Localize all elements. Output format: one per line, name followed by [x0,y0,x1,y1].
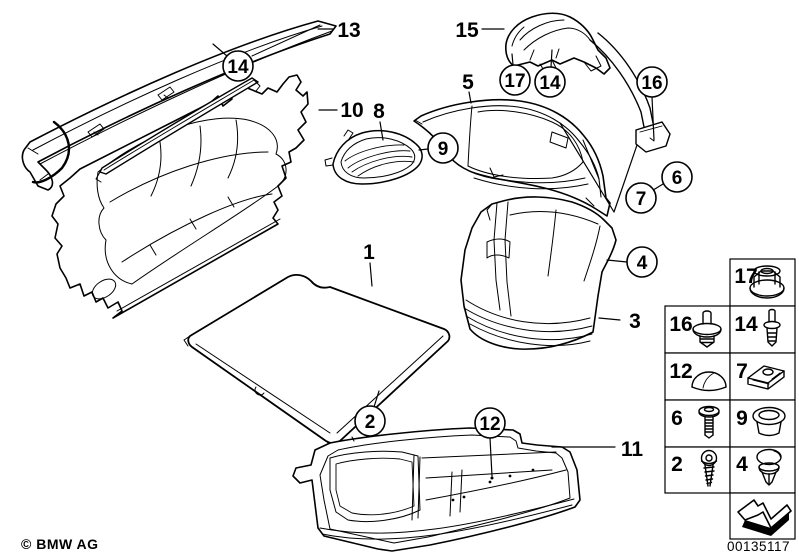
part-5-side-trim-drawing [413,98,611,217]
legend-number-7: 7 [736,360,748,383]
svg-text:14: 14 [227,57,249,78]
tapping-screw-icon [700,449,718,487]
copyright-notice: © BMW AG [21,536,99,552]
label-13[interactable]: 13 [337,19,360,42]
callout-circle-2[interactable]: 2 [354,405,386,437]
legend-cell-2[interactable] [664,446,731,494]
part-11-floor-tray-drawing [292,427,581,552]
speed-nut-clip-icon [747,365,785,390]
expanding-rivet-icon [692,310,722,348]
legend-number-16: 16 [669,313,692,336]
pan-head-screw-icon [698,405,720,439]
svg-text:12: 12 [479,414,500,435]
callout-circle-7[interactable]: 7 [625,182,657,214]
legend-number-17: 17 [734,265,757,288]
callout-circle-17[interactable]: 17 [499,64,531,96]
label-10[interactable]: 10 [340,99,363,122]
label-5[interactable]: 5 [462,71,474,94]
label-11[interactable]: 11 [621,438,644,461]
svg-text:16: 16 [641,73,662,94]
part-3-4-side-panel-drawing [460,196,617,350]
svg-text:7: 7 [636,189,647,210]
label-15[interactable]: 15 [455,19,479,42]
image-number: 00135117 [727,539,791,554]
svg-text:6: 6 [672,168,683,189]
callout-circle-4[interactable]: 4 [626,246,658,278]
legend-number-6: 6 [671,407,683,430]
part-16-pillar-strip-drawing [589,32,671,153]
label-3[interactable]: 3 [629,310,641,333]
callout-circle-9[interactable]: 9 [427,132,459,164]
legend-number-2: 2 [671,453,683,476]
svg-text:14: 14 [539,73,561,94]
legend-cell-6[interactable] [664,399,731,448]
legend-cell-14[interactable] [729,305,796,354]
expansion-clip-icon [756,448,782,486]
callout-circle-16[interactable]: 16 [636,66,668,98]
callout-circle-6[interactable]: 6 [661,161,693,193]
callout-circle-12[interactable]: 12 [474,407,506,439]
dome-cap-icon [691,371,727,392]
fastener-legend: 17 16 14 12 7 6 9 2 4 [664,258,796,540]
blind-rivet-icon [763,308,781,347]
flange-nut-icon [749,265,785,299]
leader-lines [212,28,655,480]
label-1[interactable]: 1 [363,241,375,264]
svg-text:4: 4 [637,253,648,274]
label-8[interactable]: 8 [373,100,385,123]
part-1-floor-mat-drawing [183,274,451,449]
legend-number-14: 14 [734,313,758,336]
svg-text:17: 17 [504,71,525,92]
oval-grommet-icon [752,406,786,437]
callout-circle-14-top[interactable]: 14 [222,50,254,82]
legend-number-4: 4 [736,453,748,476]
svg-text:2: 2 [365,412,376,433]
svg-text:9: 9 [438,139,449,160]
legend-number-9: 9 [736,407,748,430]
part-10-bulkhead-panel-drawing [51,74,309,319]
part-8-vent-grille-drawing [324,129,423,185]
direction-of-travel-arrow-icon [737,499,792,536]
callout-circle-14[interactable]: 14 [534,66,566,98]
legend-number-12: 12 [669,360,692,383]
part-14-seal-strip-drawing [95,77,261,183]
